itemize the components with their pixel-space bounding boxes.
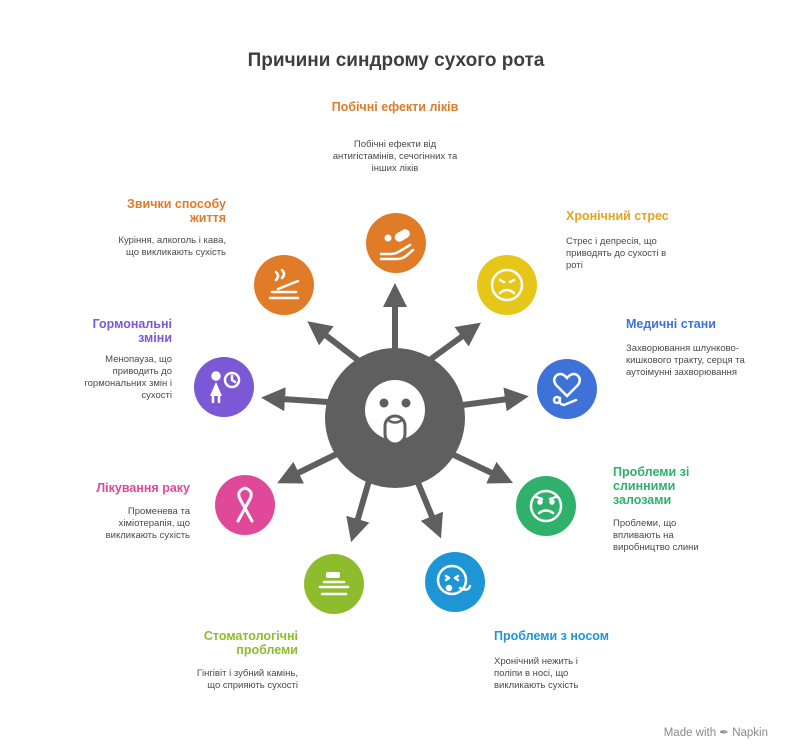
cause-title-glands: Проблеми зі слинними залозами — [613, 465, 690, 507]
heart-stethoscope-icon — [552, 372, 581, 407]
cause-desc-stress: Стрес і депресія, що приводять до сухост… — [566, 236, 667, 271]
cause-desc-cancer: Променева та хіміотерапія, що викликають… — [105, 506, 190, 541]
cause-circle-cancer[interactable] — [215, 475, 275, 535]
pills-hand-icon — [379, 229, 415, 261]
cause-desc-glands: Проблеми, що впливають на виробництво сл… — [613, 518, 699, 553]
cause-desc-dental: Гінгівіт і зубний камінь, що сприяють су… — [196, 668, 298, 691]
cause-title-cancer: Лікування раку — [96, 481, 190, 495]
cigarette-ashtray-icon — [268, 268, 300, 300]
cause-desc-medical: Захворювання шлунково-кишкового тракту, … — [626, 343, 745, 378]
napkin-logo-icon: ✒ — [719, 727, 729, 739]
footer-prefix: Made with — [663, 727, 717, 739]
cause-circle-hormones[interactable] — [194, 357, 254, 417]
stressed-face-icon — [490, 268, 524, 302]
cause-circle-stress[interactable] — [477, 255, 537, 315]
hub — [325, 348, 465, 488]
cause-title-stress: Хронічний стрес — [566, 209, 669, 223]
diagram-title: Причини синдрому сухого рота — [247, 50, 545, 71]
dry-mouth-face-icon — [365, 380, 425, 446]
cause-circle-nose[interactable] — [425, 552, 485, 612]
cause-title-nose: Проблеми з носом — [494, 629, 610, 643]
cause-title-hormones: Гормональні зміни — [92, 317, 172, 345]
footer-brand: Napkin — [732, 727, 768, 739]
toothbrush-icon — [318, 572, 350, 596]
awareness-ribbon-icon — [236, 486, 254, 523]
cause-title-lifestyle: Звички способу життя — [127, 197, 226, 225]
cause-desc-meds: Побічні ефекти від антигістамінів, сечог… — [332, 139, 458, 174]
cause-circle-dental[interactable] — [304, 554, 364, 614]
sneeze-face-icon — [436, 564, 472, 596]
footer-attribution[interactable]: Made with ✒ Napkin — [664, 725, 768, 739]
cause-circle-medical[interactable] — [537, 359, 597, 419]
cause-circle-glands[interactable] — [516, 476, 576, 536]
cause-title-dental: Стоматологічні проблеми — [203, 629, 298, 657]
cause-desc-hormones: Менопауза, що приводить до гормональних … — [84, 354, 172, 401]
sad-face-icon — [529, 489, 563, 523]
cause-desc-lifestyle: Куріння, алкоголь і кава, що викликають … — [118, 235, 226, 258]
cause-desc-nose: Хронічний нежить і поліпи в носі, що вик… — [494, 656, 579, 691]
cause-circle-lifestyle[interactable] — [254, 255, 314, 315]
woman-clock-icon — [210, 371, 241, 404]
cause-title-medical: Медичні стани — [626, 317, 716, 331]
cause-circle-meds[interactable] — [366, 213, 426, 273]
cause-title-meds: Побічні ефекти ліків — [331, 100, 459, 114]
